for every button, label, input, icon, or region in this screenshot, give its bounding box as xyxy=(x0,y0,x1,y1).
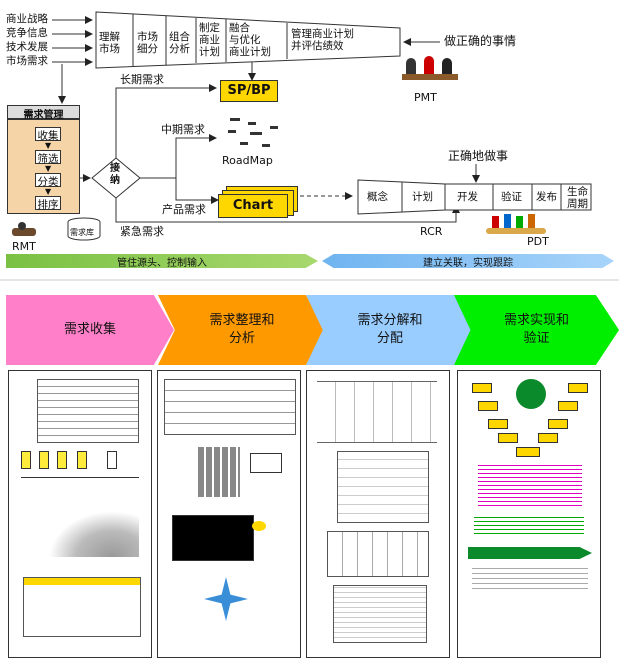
collect-flow-sketch xyxy=(17,451,143,491)
collect-form-table xyxy=(37,379,139,443)
funnel-portfolio-analysis: 组合 分析 xyxy=(169,31,190,56)
collect-distribution-curve xyxy=(49,511,139,557)
pdt-label: PDT xyxy=(527,235,549,248)
phase-analyze: 需求整理和 分析 xyxy=(158,295,326,365)
input-business-strategy: 商业战略 xyxy=(6,13,48,25)
down-arrow-icon: ▼ xyxy=(45,187,52,196)
step-filter: 筛选 xyxy=(35,150,61,165)
input-tech-development: 技术发展 xyxy=(6,41,48,53)
impl-trace-table xyxy=(472,567,588,593)
impl-center-bubble xyxy=(516,379,546,409)
analyze-matrix xyxy=(172,515,254,561)
panel-analyze-thumbnail xyxy=(157,370,301,658)
demand-db-label: 需求库 xyxy=(70,228,94,237)
pmt-meeting-illustration xyxy=(400,54,460,90)
rmt-label: RMT xyxy=(12,240,36,253)
step-classify: 分类 xyxy=(35,173,61,188)
stage-concept: 概念 xyxy=(367,191,388,203)
band-control-input: 管住源头、控制输入 xyxy=(6,254,318,268)
impl-requirement-list xyxy=(478,465,582,509)
funnel-manage-business-plan: 管理商业计划 并评估绩效 xyxy=(291,28,354,53)
funnel-optimize-business-plan: 融合 与优化 商业计划 xyxy=(229,22,271,59)
stage-develop: 开发 xyxy=(457,191,478,203)
urgent-demand-label: 紧急需求 xyxy=(120,225,164,238)
stage-lifecycle: 生命 周期 xyxy=(567,186,588,211)
input-market-demand: 市场需求 xyxy=(6,55,48,67)
funnel-understand-market: 理解 市场 xyxy=(99,31,120,56)
pdt-team-illustration xyxy=(486,214,546,236)
roadmap-label: RoadMap xyxy=(222,154,273,167)
long-term-demand-label: 长期需求 xyxy=(120,73,164,86)
down-arrow-icon: ▼ xyxy=(45,164,52,173)
sp-bp-box: SP/BP xyxy=(220,80,278,102)
stage-verify: 验证 xyxy=(501,191,522,203)
impl-green-list xyxy=(474,517,584,537)
pmt-label: PMT xyxy=(414,91,437,104)
demand-mgmt-title: 需求管理 xyxy=(7,105,80,121)
pmt-caption: 做正确的事情 xyxy=(444,34,517,48)
mid-term-demand-label: 中期需求 xyxy=(161,123,205,136)
impl-node-satp xyxy=(568,383,588,393)
analyze-card-grid xyxy=(198,447,240,497)
analyze-card-box xyxy=(250,453,282,473)
rcr-label: RCR xyxy=(420,225,443,238)
analyze-star-diagram xyxy=(204,577,248,621)
band-establish-tracking: 建立关联，实现跟踪 xyxy=(322,254,614,268)
step-collect: 收集 xyxy=(35,127,61,142)
stage-plan: 计划 xyxy=(412,191,433,203)
decompose-text-table xyxy=(333,585,427,643)
phase-collect: 需求收集 xyxy=(6,295,174,365)
step-sort: 排序 xyxy=(35,196,61,211)
stage-release: 发布 xyxy=(536,191,557,203)
decompose-flow-chart xyxy=(317,381,437,443)
input-competitive-info: 竞争信息 xyxy=(6,27,48,39)
rmt-illustration xyxy=(10,222,38,238)
analyze-note-bubble xyxy=(252,521,266,531)
decompose-architecture-diagram xyxy=(327,531,429,577)
panel-decompose-thumbnail xyxy=(306,370,450,658)
phase-implement: 需求实现和 验证 xyxy=(454,295,619,365)
chart-box: Chart xyxy=(218,194,288,218)
phase-decompose: 需求分解和 分配 xyxy=(306,295,474,365)
funnel-make-business-plan: 制定 商业 计划 xyxy=(199,22,220,59)
analyze-form-table xyxy=(164,379,296,435)
panel-implement-thumbnail xyxy=(457,370,601,658)
product-demand-label: 产品需求 xyxy=(162,203,206,216)
pdt-caption: 正确地做事 xyxy=(448,149,509,163)
collect-summary-table xyxy=(23,577,141,637)
impl-pipeline-arrow xyxy=(468,547,592,559)
down-arrow-icon: ▼ xyxy=(45,141,52,150)
decompose-block-diagram xyxy=(337,451,429,523)
funnel-market-segmentation: 市场 细分 xyxy=(137,31,158,56)
impl-node-crs xyxy=(472,383,492,393)
accept-decision: 接 纳 xyxy=(110,163,120,186)
panel-collect-thumbnail xyxy=(8,370,152,658)
